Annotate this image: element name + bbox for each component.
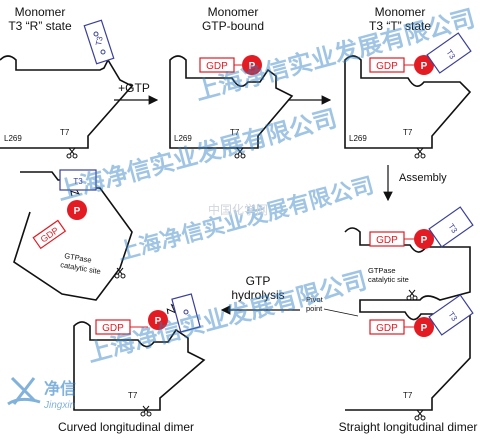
panel-t-state: Monomer T3 “T” state GDP P T3 L269 T7 <box>344 5 472 159</box>
gtp-bound-phosphate-icon <box>242 55 262 75</box>
r-state-residue-l269: L269 <box>4 134 22 143</box>
logo-en-text: Jingxin <box>43 400 76 411</box>
curved-bottom-phosphate-icon <box>148 310 168 330</box>
straight-bottom-p-label: P <box>421 323 428 334</box>
straight-bottom-t3-domain <box>428 294 474 336</box>
pivot-label-2: point <box>306 304 323 313</box>
straight-dimer: GDP P T3 GTPase catalytic site GDP P T3 … <box>306 206 478 434</box>
curved-top-phosphate-icon <box>67 200 87 220</box>
curved-top-t3-label: T3 <box>73 177 83 186</box>
t-state-title-2: T3 “T” state <box>369 19 431 33</box>
curved-top-t3-domain <box>59 169 97 191</box>
logo-cn-text: 净信 <box>44 379 76 398</box>
curved-bottom-monomer-outline <box>73 321 206 411</box>
curved-scissors-icon <box>140 405 152 417</box>
watermark-center-text: 中国化学网 <box>208 202 268 217</box>
straight-site-scissors-icon <box>406 289 418 301</box>
straight-top-phosphate-icon <box>414 229 434 249</box>
r-state-monomer-outline <box>0 55 134 149</box>
panel-r-state: Monomer T3 “R” state T3 L269 T7 <box>0 5 134 159</box>
curved-dimer-caption: Curved longitudinal dimer <box>58 420 194 434</box>
r-state-t3-dot-2 <box>100 49 106 55</box>
straight-scissors-icon <box>414 409 426 421</box>
t-state-phosphate-icon <box>414 55 434 75</box>
hydrolysis-label-2: hydrolysis <box>231 288 284 302</box>
straight-site-label-2: catalytic site <box>368 275 409 284</box>
curved-bottom-gdp-label: GDP <box>102 323 124 334</box>
r-state-t3-dot-1 <box>93 31 99 37</box>
gtp-bound-p-label: P <box>249 61 256 72</box>
curved-bottom-t3-domain <box>171 293 201 333</box>
plus-gtp-label: +GTP <box>118 81 150 95</box>
straight-dimer-outline <box>344 227 471 411</box>
curved-bottom-p-label: P <box>155 316 162 327</box>
gtp-bound-title-1: Monomer <box>208 5 259 19</box>
straight-bottom-phosphate-icon <box>414 317 434 337</box>
assembly-label: Assembly <box>399 172 447 184</box>
r-state-t3-label: T3 <box>94 35 105 46</box>
watermark-text-3: 上海净信实业发展有限公司 <box>115 172 376 264</box>
t-state-t3-domain <box>426 32 472 74</box>
curved-top-p-label: P <box>74 206 81 217</box>
t-state-monomer-outline <box>344 55 472 149</box>
t-state-title-1: Monomer <box>375 5 426 19</box>
straight-top-gdp-label: GDP <box>376 235 398 246</box>
r-state-t3-domain <box>83 19 115 65</box>
t-state-scissors-icon <box>414 147 426 159</box>
straight-dimer-caption: Straight longitudinal dimer <box>339 420 478 434</box>
hydrolysis-label-1: GTP <box>246 274 271 288</box>
t-state-p-label: P <box>421 61 428 72</box>
straight-top-p-label: P <box>421 235 428 246</box>
t-state-gdp-label: GDP <box>376 61 398 72</box>
r-state-title-2: T3 “R” state <box>8 19 72 33</box>
t-state-residue-l269: L269 <box>349 134 367 143</box>
panel-gtp-bound: Monomer GTP-bound GDP P L269 T7 <box>169 5 294 159</box>
pivot-pointer <box>323 308 359 317</box>
watermark-logo: 净信 Jingxin <box>7 376 76 411</box>
curved-dimer: GDP P T3 GTPase catalytic site GDP P T7 … <box>13 169 206 434</box>
t-state-residue-t7: T7 <box>403 128 413 137</box>
curved-top-gdp-box <box>32 219 67 250</box>
watermark-text-2: 上海净信实业发展有限公司 <box>54 104 339 206</box>
gtp-bound-monomer-outline <box>169 55 294 149</box>
curved-residue-t7: T7 <box>128 391 138 400</box>
gtp-bound-residue-t7: T7 <box>230 128 240 137</box>
straight-site-label-1: GTPase <box>368 266 396 275</box>
straight-top-t3-domain <box>428 206 474 248</box>
pivot-label-1: Pivot <box>306 295 324 304</box>
gtp-bound-title-2: GTP-bound <box>202 19 264 33</box>
watermark-layer: 上海净信实业发展有限公司 上海净信实业发展有限公司 上海净信实业发展有限公司 上… <box>54 4 477 368</box>
gtp-bound-gdp-label: GDP <box>206 61 228 72</box>
gtp-bound-residue-l269: L269 <box>174 134 192 143</box>
straight-residue-t7: T7 <box>403 391 413 400</box>
logo-mark-icon <box>7 376 41 406</box>
r-state-scissors-icon <box>66 147 78 159</box>
watermark-text-4: 上海净信实业发展有限公司 <box>84 266 369 368</box>
curved-bottom-t3-dot <box>183 309 189 315</box>
r-state-title-1: Monomer <box>15 5 66 19</box>
r-state-residue-t7: T7 <box>60 128 70 137</box>
straight-bottom-gdp-label: GDP <box>376 323 398 334</box>
curved-top-monomer-outline <box>13 171 133 301</box>
